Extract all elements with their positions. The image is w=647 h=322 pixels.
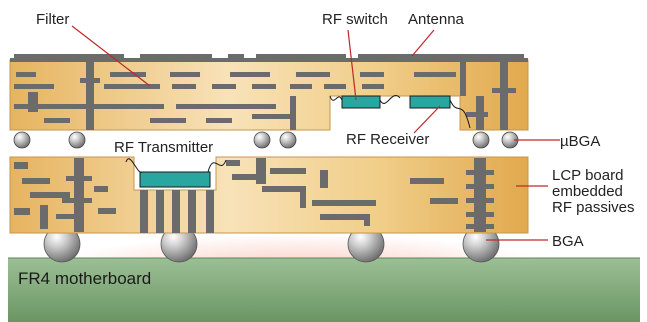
ubga-ball	[472, 131, 490, 149]
rf-transmitter-chip: RF Transmitter	[114, 139, 227, 188]
ubga-ball	[68, 131, 86, 149]
ubga-label: µBGA	[560, 133, 600, 150]
ubga-ball	[279, 131, 297, 149]
rf-receiver-chip	[409, 95, 471, 129]
motherboard-label: FR4 motherboard	[18, 269, 151, 288]
ubga-ball	[13, 131, 31, 149]
lcp-board	[9, 156, 529, 234]
fr4-motherboard: FR4 motherboard	[8, 257, 640, 322]
lcp-board-label-1: LCP board	[552, 167, 623, 184]
leader-lines	[71, 25, 560, 241]
upper-module-board	[9, 54, 529, 131]
bga-label: BGA	[552, 233, 584, 250]
ubga-balls	[13, 131, 519, 149]
lcp-board-label-2: embedded	[552, 183, 623, 200]
ubga-ball	[253, 131, 271, 149]
rf-receiver-label: RF Receiver	[346, 131, 429, 148]
rf-switch-label: RF switch	[322, 11, 388, 28]
rf-switch-chip	[329, 95, 401, 109]
antenna-label: Antenna	[408, 11, 465, 28]
filter-label: Filter	[36, 11, 69, 28]
rf-transmitter-label: RF Transmitter	[114, 139, 213, 156]
lcp-board-label-3: RF passives	[552, 199, 635, 216]
